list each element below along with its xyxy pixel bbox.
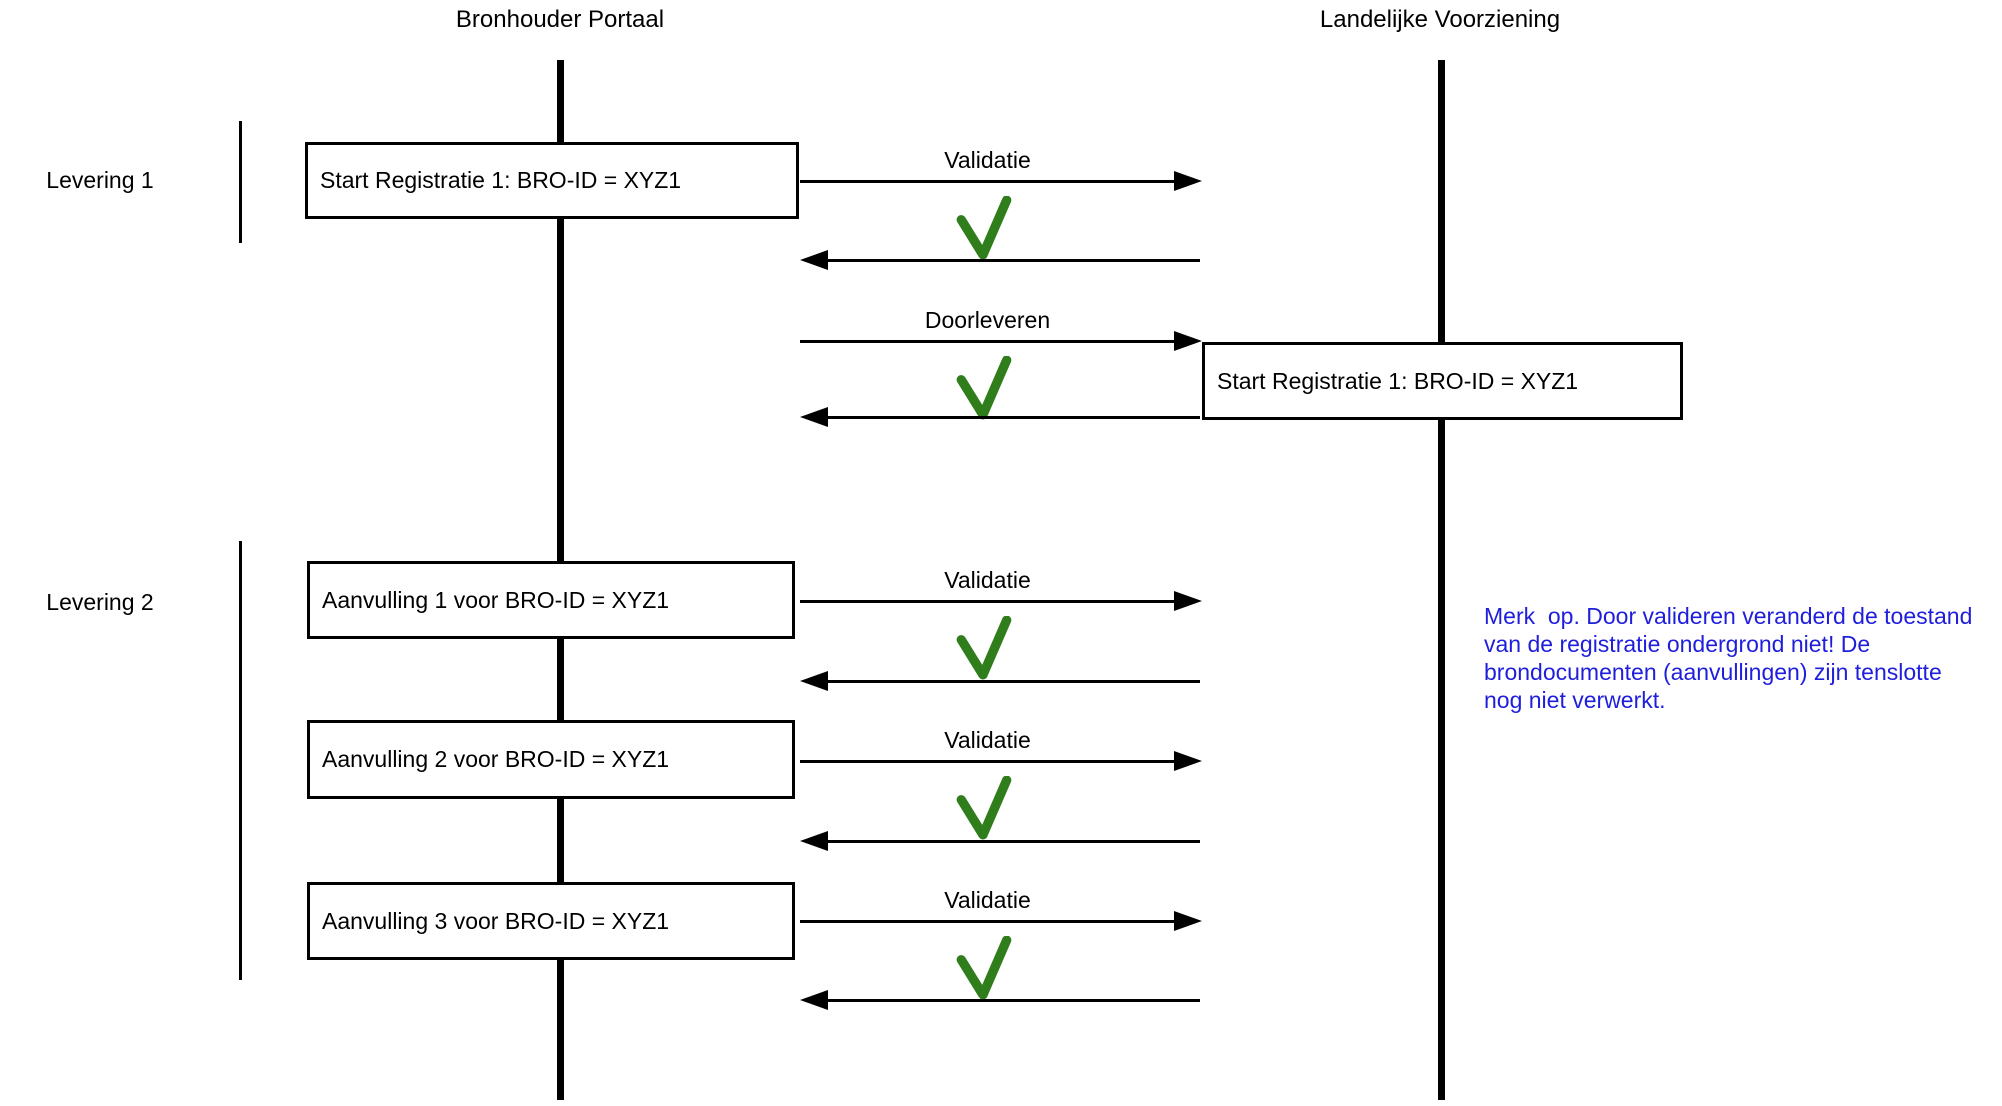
request-arrowhead-icon [1174, 171, 1202, 191]
box-start-registratie-portaal: Start Registratie 1: BRO-ID = XYZ1 [305, 142, 799, 219]
annotation-note-line: brondocumenten (aanvullingen) zijn tensl… [1484, 659, 1942, 685]
group-bracket-levering-1 [239, 121, 242, 243]
lifeline-landelijke-voorziening [1438, 60, 1445, 1100]
checkmark-icon [954, 936, 1016, 1000]
request-arrow-line [800, 920, 1174, 923]
group-label-levering-2: Levering 2 [46, 589, 154, 615]
box-start-registratie-lv: Start Registratie 1: BRO-ID = XYZ1 [1202, 342, 1683, 420]
checkmark-icon [954, 196, 1016, 260]
box-aanvulling-1: Aanvulling 1 voor BRO-ID = XYZ1 [307, 561, 795, 639]
checkmark-icon [954, 616, 1016, 680]
message-label-validatie-1: Validatie [944, 147, 1031, 173]
box-label: Start Registratie 1: BRO-ID = XYZ1 [1217, 367, 1579, 394]
response-arrow-line [826, 999, 1200, 1002]
box-label: Aanvulling 1 voor BRO-ID = XYZ1 [322, 586, 670, 613]
request-arrowhead-icon [1174, 911, 1202, 931]
request-arrow-line [800, 760, 1174, 763]
response-arrowhead-icon [800, 990, 828, 1010]
box-label: Aanvulling 3 voor BRO-ID = XYZ1 [322, 907, 670, 934]
response-arrow-line [826, 416, 1200, 419]
request-arrow-line [800, 600, 1174, 603]
group-bracket-levering-2 [239, 541, 242, 980]
box-label: Start Registratie 1: BRO-ID = XYZ1 [320, 167, 682, 193]
response-arrow-line [826, 259, 1200, 262]
annotation-note: Merk op. Door valideren veranderd de toe… [1484, 602, 1972, 714]
request-arrow-line [800, 340, 1174, 343]
message-label-validatie-4: Validatie [944, 887, 1031, 913]
checkmark-icon [954, 776, 1016, 840]
response-arrow-line [826, 840, 1200, 843]
response-arrowhead-icon [800, 250, 828, 270]
response-arrowhead-icon [800, 407, 828, 427]
request-arrowhead-icon [1174, 591, 1202, 611]
box-aanvulling-2: Aanvulling 2 voor BRO-ID = XYZ1 [307, 720, 795, 799]
checkmark-icon [954, 356, 1016, 420]
response-arrow-line [826, 680, 1200, 683]
lifeline-title-bronhouder-portaal: Bronhouder Portaal [455, 6, 665, 33]
group-label-levering-1: Levering 1 [46, 167, 154, 193]
message-label-validatie-3: Validatie [944, 727, 1031, 753]
response-arrowhead-icon [800, 831, 828, 851]
annotation-note-line: Merk op. Door valideren veranderd de toe… [1484, 603, 1973, 629]
box-aanvulling-3: Aanvulling 3 voor BRO-ID = XYZ1 [307, 882, 795, 960]
annotation-note-line: nog niet verwerkt. [1484, 687, 1666, 713]
request-arrow-line [800, 180, 1174, 183]
request-arrowhead-icon [1174, 751, 1202, 771]
annotation-note-line: van de registratie ondergrond niet! De [1484, 631, 1871, 657]
request-arrowhead-icon [1174, 331, 1202, 351]
response-arrowhead-icon [800, 671, 828, 691]
box-label: Aanvulling 2 voor BRO-ID = XYZ1 [322, 746, 670, 772]
message-label-doorleveren: Doorleveren [924, 307, 1051, 333]
message-label-validatie-2: Validatie [944, 567, 1031, 593]
lifeline-title-landelijke-voorziening: Landelijke Voorziening [1319, 6, 1561, 33]
